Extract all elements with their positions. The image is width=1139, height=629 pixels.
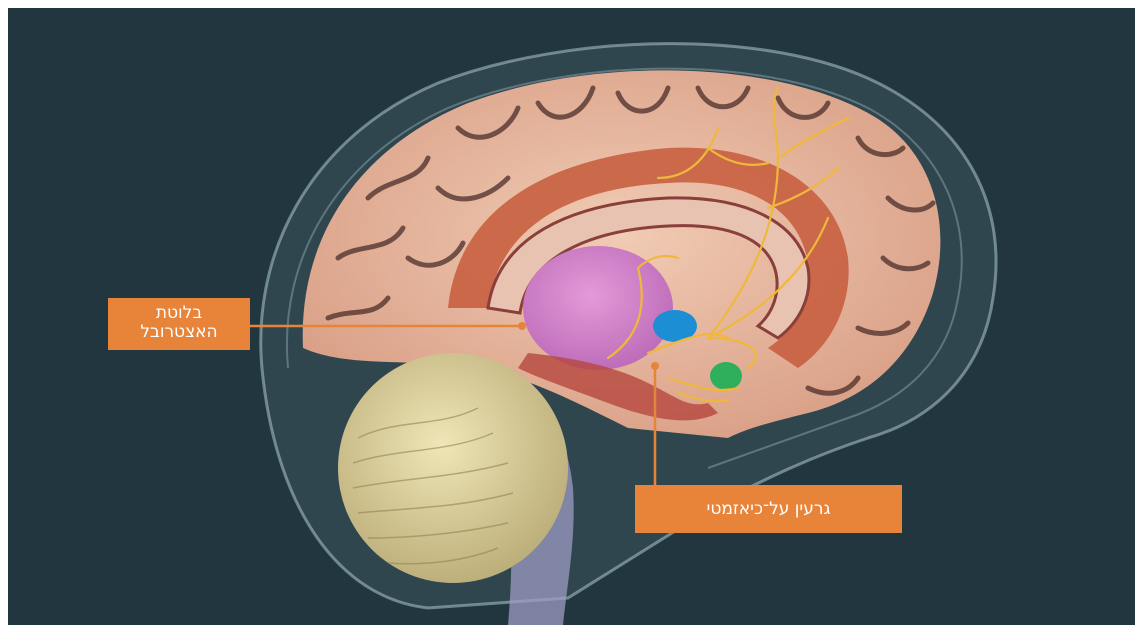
- green-nucleus: [710, 362, 742, 390]
- pointer-dot-scn: [651, 362, 659, 370]
- scn-label: גרעין על־כיאזמטי: [707, 499, 831, 519]
- pineal-label-line1: בלוטת: [108, 304, 250, 323]
- callout-suprachiasmatic-nucleus: גרעין על־כיאזמטי: [635, 485, 902, 533]
- pointer-dot-pineal: [518, 322, 526, 330]
- cerebellum: [338, 353, 568, 583]
- pineal-label-line2: האצטרובל: [108, 323, 250, 342]
- callout-pineal-gland: בלוטת האצטרובל: [108, 298, 250, 350]
- diagram-stage: בלוטת האצטרובל גרעין על־כיאזמטי: [8, 8, 1135, 625]
